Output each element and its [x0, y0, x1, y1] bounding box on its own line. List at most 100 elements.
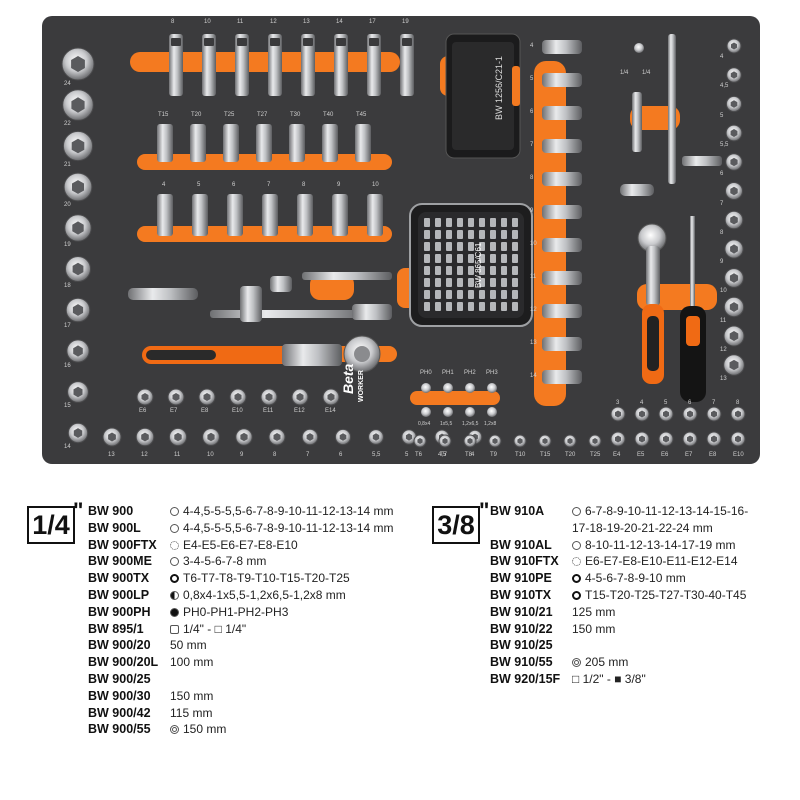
long-socket	[542, 370, 582, 384]
e-socket-hex-bore	[265, 393, 273, 401]
product-description: 4-4,5-5-5,5-6-7-8-9-10-11-12-13-14 mm	[170, 520, 394, 536]
product-description: 4-4,5-5-5,5-6-7-8-9-10-11-12-13-14 mm	[170, 503, 394, 519]
long-socket	[542, 304, 582, 318]
product-description: 150 mm	[170, 688, 213, 704]
bottom-torx-label: T10	[515, 452, 526, 458]
product-description: 8-10-11-12-13-14-17-19 mm	[572, 537, 736, 553]
bottom-socket-size-label: 6	[339, 452, 343, 458]
long-socket	[542, 205, 582, 219]
bottom-e-label: E7	[685, 452, 693, 458]
small-socket-size-label: 8	[736, 400, 740, 406]
lp-bit-label: 0,8x4	[418, 421, 431, 427]
long-socket	[542, 337, 582, 351]
left-socket-size-label: 17	[64, 322, 71, 329]
deep-socket-row	[169, 34, 414, 96]
bit-cell	[479, 266, 485, 275]
three-eighths-marker-quote: "	[479, 498, 490, 523]
bottom-torx-socket-hex-bore	[517, 438, 523, 444]
tray-brand-logo: Beta	[340, 363, 356, 394]
bottom-socket-hex-bore	[174, 432, 182, 442]
right-socket-size-label: 12	[720, 347, 727, 353]
bottom-e-label: E8	[709, 452, 717, 458]
product-code: BW 910A	[490, 504, 545, 518]
small-bit-case	[445, 33, 521, 159]
hex-bit-socket	[332, 194, 348, 236]
bit-cell	[446, 266, 452, 275]
left-socket-size-label: 20	[64, 201, 71, 208]
right-socket-hex-bore	[729, 331, 739, 341]
screwdriver	[680, 216, 706, 402]
bottom-socket-hex-bore	[207, 432, 215, 442]
e-socket-label: E6	[139, 408, 147, 414]
torx-icon	[170, 574, 179, 584]
adapter-set	[620, 34, 722, 196]
bit-cell	[512, 302, 518, 311]
extension-bars	[128, 272, 392, 322]
ph-bit-label: PH1	[442, 370, 454, 376]
product-code: BW 900/25	[88, 672, 151, 686]
quarter-inch-marker-quote: "	[73, 498, 84, 523]
deep-socket-mark	[171, 38, 181, 46]
bottom-torx-label: T7	[440, 452, 448, 458]
hex-bit-label: 6	[232, 182, 236, 188]
right-socket-size-label: 8	[720, 229, 724, 236]
ph-bit	[465, 383, 475, 393]
bit-cell	[468, 218, 474, 227]
bottom-socket-hex-bore	[372, 433, 380, 441]
bit-cell	[512, 278, 518, 287]
bit-cell	[435, 266, 441, 275]
right-socket-size-label: 9	[720, 259, 724, 266]
product-code: BW 900	[88, 504, 134, 518]
torx-bit-label: T30	[290, 112, 301, 118]
description-text: 6-7-8-9-10-11-12-13-14-15-16-	[585, 504, 749, 518]
gear-icon	[572, 658, 581, 668]
long-socket	[542, 238, 582, 252]
bit-cell	[424, 218, 430, 227]
bottom-socket-hex-bore	[240, 432, 248, 442]
description-text: 17-18-19-20-21-22-24 mm	[572, 520, 713, 535]
bottom-torx-socket-hex-bore	[442, 438, 448, 444]
description-text: T6-T7-T8-T9-T10-T15-T20-T25	[183, 571, 350, 586]
product-description: T6-T7-T8-T9-T10-T15-T20-T25	[170, 570, 350, 586]
right-socket-size-label: 10	[720, 288, 727, 295]
bit-cell	[424, 302, 430, 311]
right-socket-hex-bore	[730, 157, 738, 167]
deep-socket-size-label: 12	[270, 19, 277, 25]
bottom-socket-hex-bore	[108, 432, 116, 442]
deep-socket	[268, 34, 282, 96]
right-socket-column	[723, 38, 745, 376]
bottom-e-label: E6	[661, 452, 669, 458]
foam-strip-small-ratchet	[630, 106, 680, 130]
bottom-torx-label: T8	[465, 452, 473, 458]
bit-rows	[421, 383, 497, 417]
product-code: BW 900/20	[88, 638, 151, 653]
long-socket-size-label: 14	[530, 373, 537, 379]
bit-cell	[446, 254, 452, 263]
bit-cell	[424, 266, 430, 275]
deep-socket-size-label: 14	[336, 19, 343, 25]
product-code: BW 910/25	[490, 638, 553, 653]
middle-socket-row	[136, 388, 340, 406]
e-socket-label: E14	[325, 408, 336, 414]
bottom-e-socket-hex-bore	[615, 435, 621, 443]
product-code: BW 910/21	[490, 604, 553, 619]
hex-bit-label: 8	[302, 182, 306, 188]
description-text: 150 mm	[183, 722, 227, 737]
bit-cell	[446, 278, 452, 287]
plus-icon	[170, 607, 179, 617]
right-socket-hex-bore	[729, 302, 739, 312]
hex-bit-socket	[192, 194, 208, 236]
hex-bit-label: 7	[267, 182, 271, 188]
left-socket-size-label: 24	[64, 81, 71, 87]
description-text: PH0-PH1-PH2-PH3	[183, 604, 289, 619]
description-text: 125 mm	[572, 604, 616, 619]
bit-cell	[424, 278, 430, 287]
description-text: 150 mm	[170, 688, 214, 703]
torx-bit-label: T45	[356, 112, 367, 118]
product-code: BW 910/55	[490, 655, 553, 670]
long-socket	[542, 271, 582, 285]
bottom-torx-label: T25	[590, 452, 601, 458]
product-description: 6-7-8-9-10-11-12-13-14-15-16-	[572, 503, 748, 519]
